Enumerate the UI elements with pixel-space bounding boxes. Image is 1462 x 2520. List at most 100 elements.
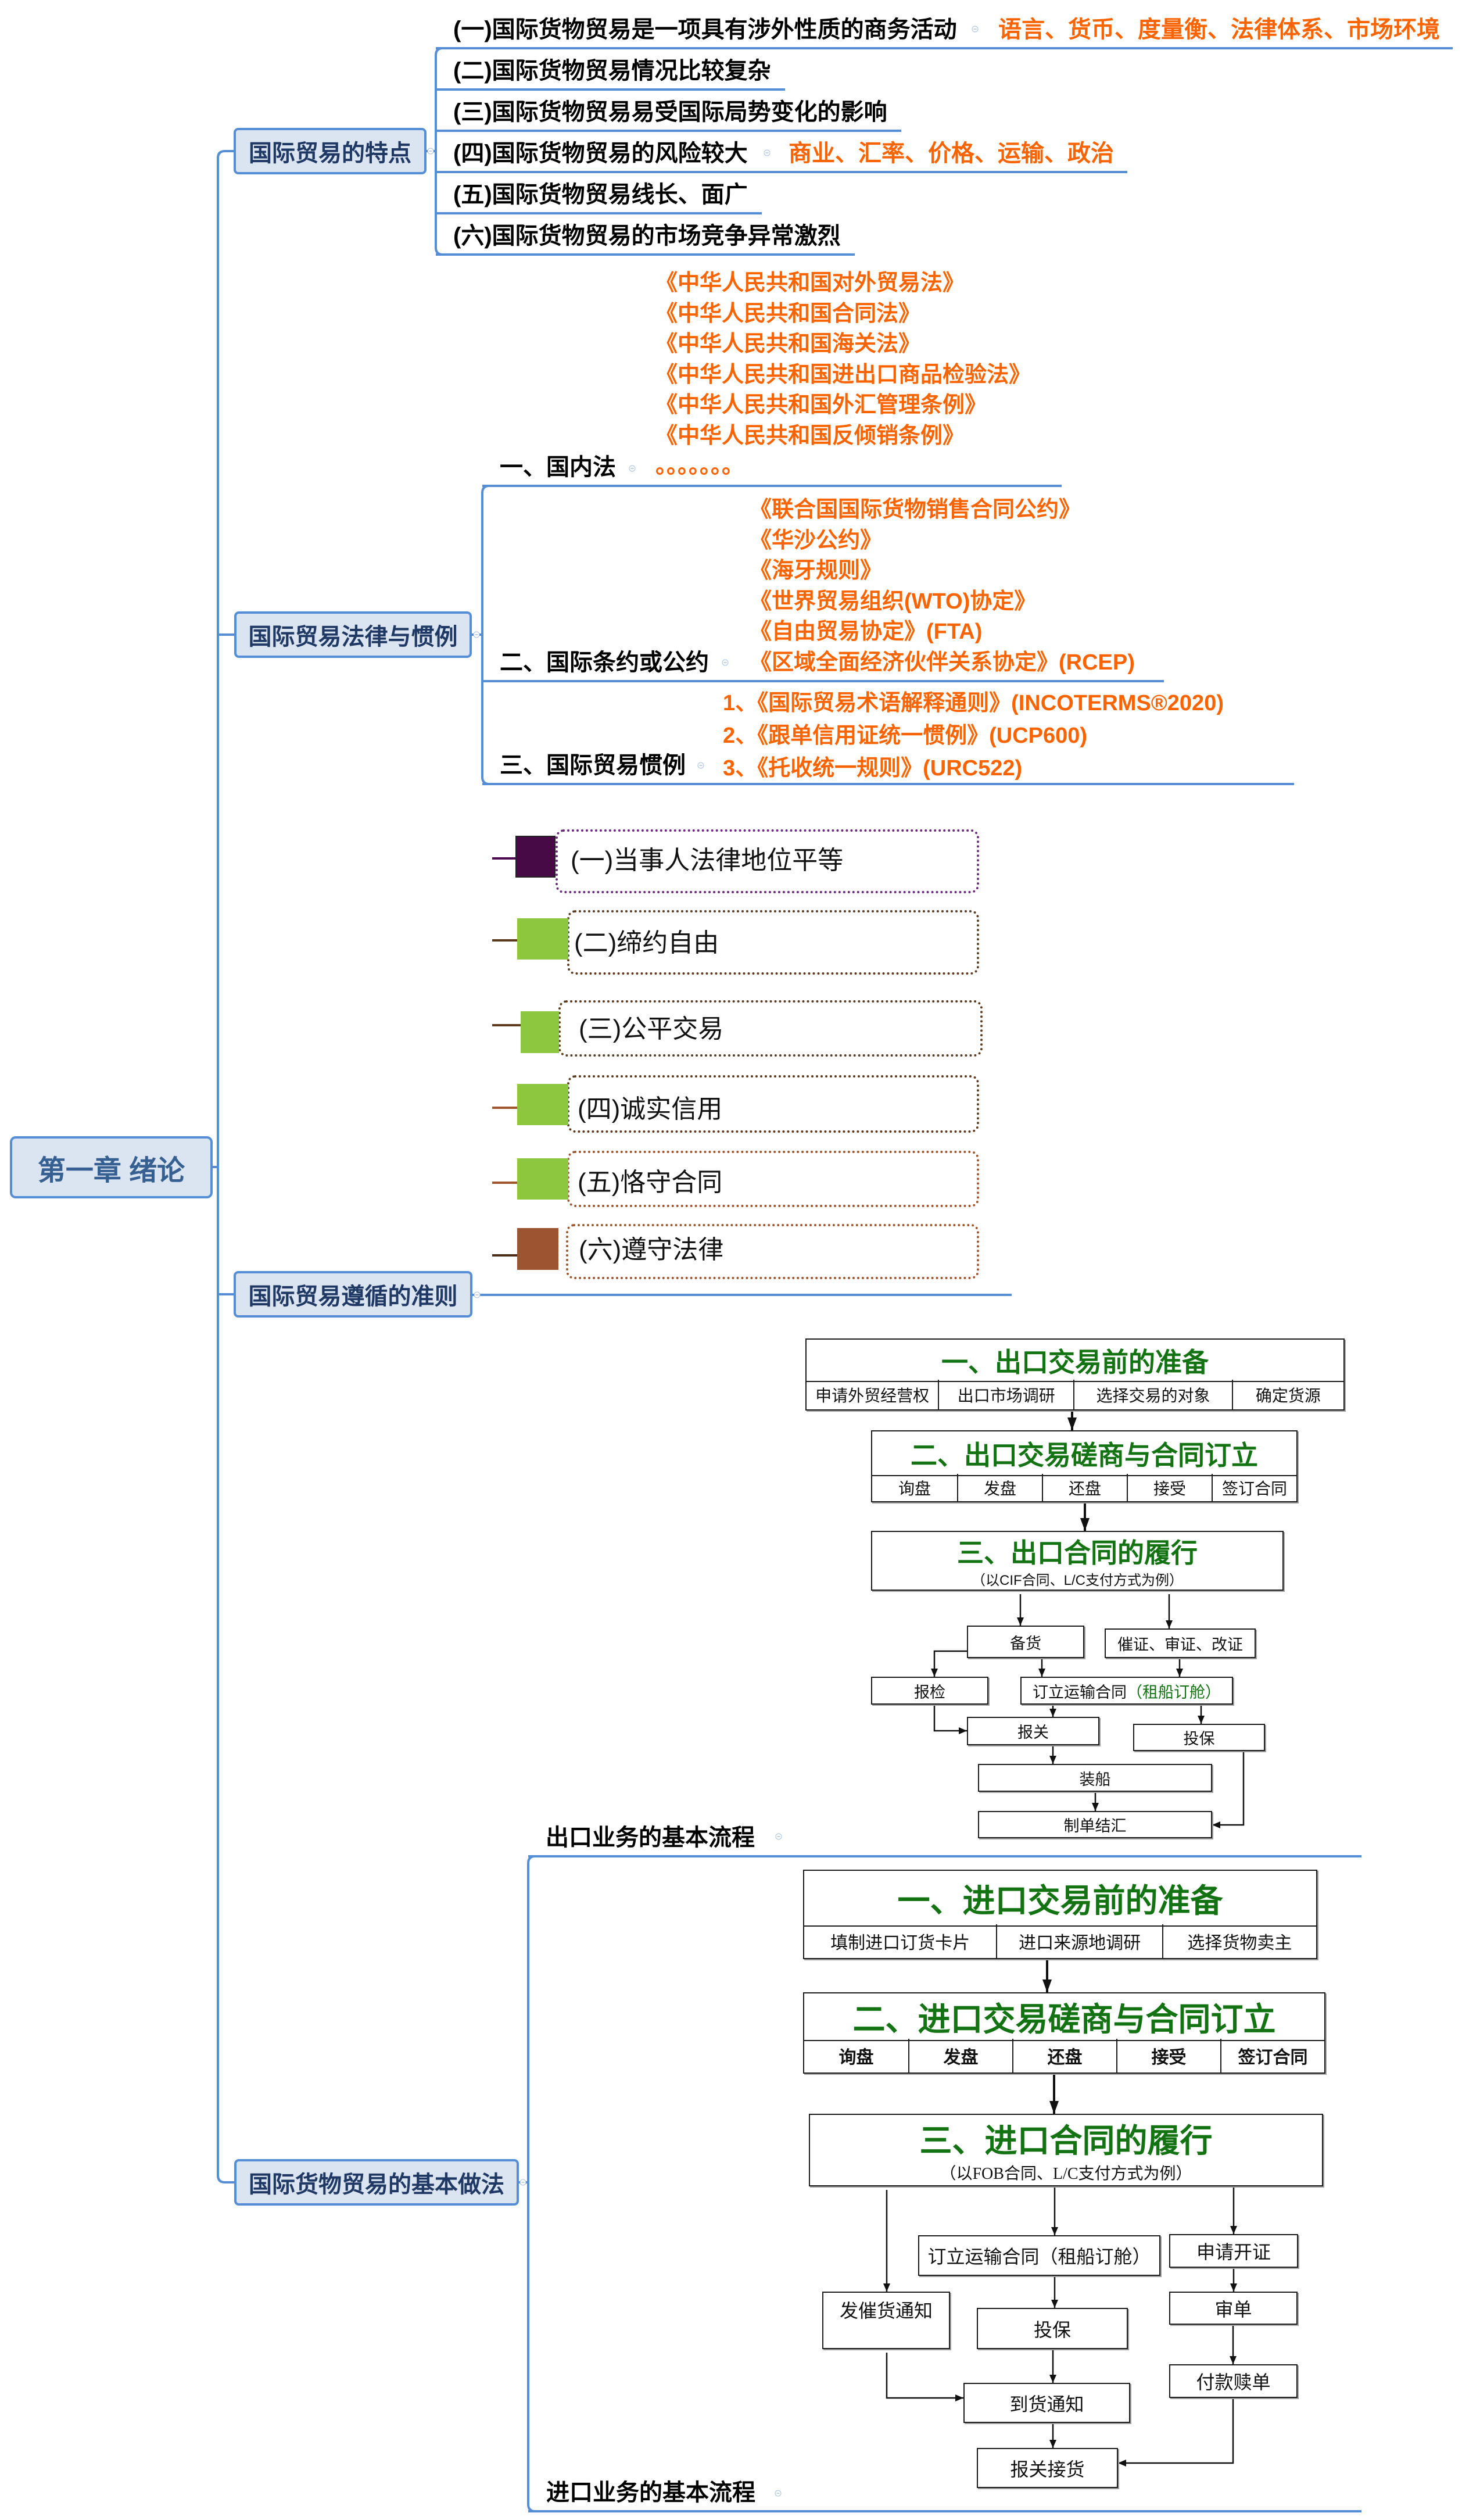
- collapse-toggle-icon[interactable]: [474, 1291, 481, 1298]
- list-item: 《华沙公约》: [750, 528, 883, 553]
- collapse-toggle-icon[interactable]: [629, 465, 636, 472]
- subtopic-import-process[interactable]: 进口业务的基本流程: [546, 2480, 755, 2505]
- subtopic-international-treaties[interactable]: 二、国际条约或公约: [500, 650, 709, 675]
- principle-item-5[interactable]: (五)恪守合同: [578, 1168, 723, 1197]
- principle-item-4[interactable]: (四)诚实信用: [578, 1095, 723, 1123]
- list-item: 3、《托收统一规则》(URC522): [723, 756, 1023, 781]
- export-step: 确定货源: [1231, 1380, 1343, 1409]
- export-step: 还盘: [1042, 1474, 1127, 1501]
- import-step: 进口来源地调研: [996, 1924, 1162, 1958]
- export-stage-3-title: 三、出口合同的履行: [957, 1538, 1198, 1568]
- subtopic-characteristic-2[interactable]: (二)国际货物贸易情况比较复杂: [453, 58, 771, 84]
- export-step: 询盘: [898, 1479, 931, 1498]
- collapse-toggle-icon[interactable]: [697, 762, 704, 769]
- principle-item-3[interactable]: (三)公平交易: [579, 1015, 724, 1043]
- import-step: 选择货物卖主: [1162, 1924, 1316, 1958]
- import-stage-3-title: 三、进口合同的履行: [919, 2122, 1213, 2159]
- principle-frame: [567, 1151, 979, 1207]
- topic-practice[interactable]: 国际货物贸易的基本做法: [234, 2159, 519, 2206]
- principle-connector: [492, 857, 515, 860]
- export-node-shipping-contract: 订立运输合同（租船订舱）: [1020, 1677, 1233, 1705]
- export-node-shipping-contract-label: 订立运输合同: [1033, 1683, 1127, 1701]
- import-node-review-docs: 审单: [1169, 2292, 1298, 2325]
- import-stage-3: 三、进口合同的履行 （以FOB合同、L/C支付方式为例）: [809, 2114, 1323, 2186]
- import-arrow-payment-to-pickup: [1118, 2398, 1234, 2467]
- list-item: 1、《国际贸易术语解释通则》(INCOTERMS®2020): [723, 691, 1224, 715]
- topic-characteristics-title: 国际贸易的特点: [249, 141, 411, 166]
- subtopic-characteristic-4[interactable]: (四)国际货物贸易的风险较大: [453, 141, 748, 166]
- principle-item-2[interactable]: (二)缔约自由: [574, 929, 719, 957]
- import-step: 发盘: [908, 2039, 1012, 2072]
- import-step: 接受: [1116, 2039, 1220, 2072]
- collapse-toggle-icon[interactable]: [473, 631, 480, 638]
- principle-connector: [492, 939, 517, 942]
- subtopic-trade-practices[interactable]: 三、国际贸易惯例: [500, 753, 686, 778]
- root-topic-title: 第一章 绪论: [37, 1155, 185, 1186]
- export-node-lc-handling: 催证、审证、改证: [1105, 1628, 1256, 1658]
- import-stage-1: 一、进口交易前的准备 填制进口订货卡片 进口来源地调研 选择货物卖主: [803, 1870, 1317, 1959]
- principle-marker-icon: [517, 1228, 558, 1270]
- list-item: 《中华人民共和国合同法》: [655, 301, 921, 326]
- list-item: 《自由贸易协定》(FTA): [750, 620, 983, 644]
- principle-item-1[interactable]: (一)当事人法律地位平等: [571, 846, 844, 875]
- subtopic-export-process[interactable]: 出口业务的基本流程: [546, 1825, 755, 1850]
- export-step: 申请外贸经营权: [815, 1386, 930, 1405]
- collapse-toggle-icon[interactable]: [972, 26, 979, 33]
- import-node-customs-pickup: 报关接货: [977, 2448, 1118, 2488]
- principle-marker-icon: [521, 1011, 559, 1053]
- export-node-customs: 报关: [967, 1717, 1099, 1745]
- principle-marker-icon: [517, 1084, 568, 1125]
- subtopic-characteristic-3[interactable]: (三)国际货物贸易易受国际局势变化的影响: [453, 99, 887, 125]
- export-step: 接受: [1127, 1474, 1212, 1501]
- export-step: 签订合同: [1212, 1474, 1296, 1501]
- domestic-law-list[interactable]: 《中华人民共和国对外贸易法》 《中华人民共和国合同法》 《中华人民共和国海关法》…: [655, 268, 1031, 482]
- trade-practice-list[interactable]: 1、《国际贸易术语解释通则》(INCOTERMS®2020) 2、《跟单信用证统…: [723, 687, 1224, 785]
- export-node-inspection: 报检: [871, 1677, 988, 1705]
- export-step: 发盘: [957, 1474, 1042, 1501]
- topic-law-title: 国际贸易法律与惯例: [248, 624, 458, 650]
- collapse-toggle-icon[interactable]: [722, 659, 729, 666]
- topic-principles[interactable]: 国际贸易遵循的准则: [234, 1271, 472, 1318]
- import-stage-3-subtitle: （以FOB合同、L/C支付方式为例）: [940, 2165, 1192, 2183]
- export-node-insurance: 投保: [1133, 1724, 1265, 1751]
- principle-connector: [492, 1107, 517, 1109]
- topic-characteristics[interactable]: 国际贸易的特点: [234, 128, 427, 174]
- principle-frame: [558, 1000, 983, 1057]
- export-step: 选择交易的对象: [1073, 1380, 1232, 1409]
- collapse-toggle-icon[interactable]: [519, 2179, 526, 2186]
- import-node-payment: 付款赎单: [1169, 2364, 1298, 2398]
- principle-frame: [567, 1075, 979, 1133]
- list-item: 《中华人民共和国外汇管理条例》: [655, 393, 987, 417]
- export-stage-2: 二、出口交易磋商与合同订立 询盘 发盘 还盘 接受 签订合同: [871, 1430, 1298, 1502]
- root-topic[interactable]: 第一章 绪论: [10, 1136, 213, 1198]
- list-item: 2、《跟单信用证统一惯例》(UCP600): [723, 724, 1088, 748]
- collapse-toggle-icon[interactable]: [775, 2490, 782, 2497]
- subtopic-characteristic-6[interactable]: (六)国际货物贸易的市场竞争异常激烈: [453, 223, 841, 249]
- import-stage-2-title: 二、进口交易磋商与合同订立: [804, 1993, 1324, 2041]
- subtopic-characteristic-1[interactable]: (一)国际货物贸易是一项具有涉外性质的商务活动: [453, 17, 957, 42]
- subtopic-characteristic-5[interactable]: (五)国际货物贸易线长、面广: [453, 182, 748, 207]
- list-item: 《中华人民共和国对外贸易法》: [655, 271, 965, 295]
- collapse-toggle-icon[interactable]: [775, 1833, 782, 1840]
- principle-item-6[interactable]: (六)遵守法律: [579, 1236, 724, 1264]
- export-step: 出口市场调研: [938, 1380, 1073, 1409]
- list-item: 《区域全面经济伙伴关系协定》(RCEP): [750, 650, 1135, 675]
- export-node-shipping-contract-note: （租船订舱）: [1127, 1683, 1221, 1701]
- export-node-prepare-goods: 备货: [967, 1626, 1084, 1658]
- topic-principles-title: 国际贸易遵循的准则: [248, 1284, 458, 1309]
- international-treaty-list[interactable]: 《联合国国际货物销售合同公约》 《华沙公约》 《海牙规则》 《世界贸易组织(WT…: [750, 495, 1135, 678]
- export-stage-1: 一、出口交易前的准备 申请外贸经营权 出口市场调研 选择交易的对象 确定货源: [805, 1338, 1345, 1411]
- collapse-toggle-icon[interactable]: [427, 148, 434, 155]
- export-stage-3-subtitle: （以CIF合同、L/C支付方式为例）: [971, 1573, 1183, 1588]
- subtopic-domestic-law[interactable]: 一、国内法: [500, 454, 616, 480]
- detail-characteristic-4[interactable]: 商业、汇率、价格、运输、政治: [789, 141, 1114, 166]
- principle-frame: [566, 1224, 979, 1279]
- topic-law[interactable]: 国际贸易法律与惯例: [234, 611, 472, 658]
- import-node-insurance: 投保: [977, 2308, 1128, 2349]
- collapse-toggle-icon[interactable]: [764, 149, 771, 156]
- export-node-settlement: 制单结汇: [978, 1811, 1212, 1838]
- detail-characteristic-1[interactable]: 语言、货币、度量衡、法律体系、市场环境: [998, 17, 1440, 42]
- export-stage-1-title: 一、出口交易前的准备: [807, 1340, 1343, 1382]
- principle-marker-icon: [517, 918, 568, 960]
- import-step: 询盘: [838, 2048, 874, 2067]
